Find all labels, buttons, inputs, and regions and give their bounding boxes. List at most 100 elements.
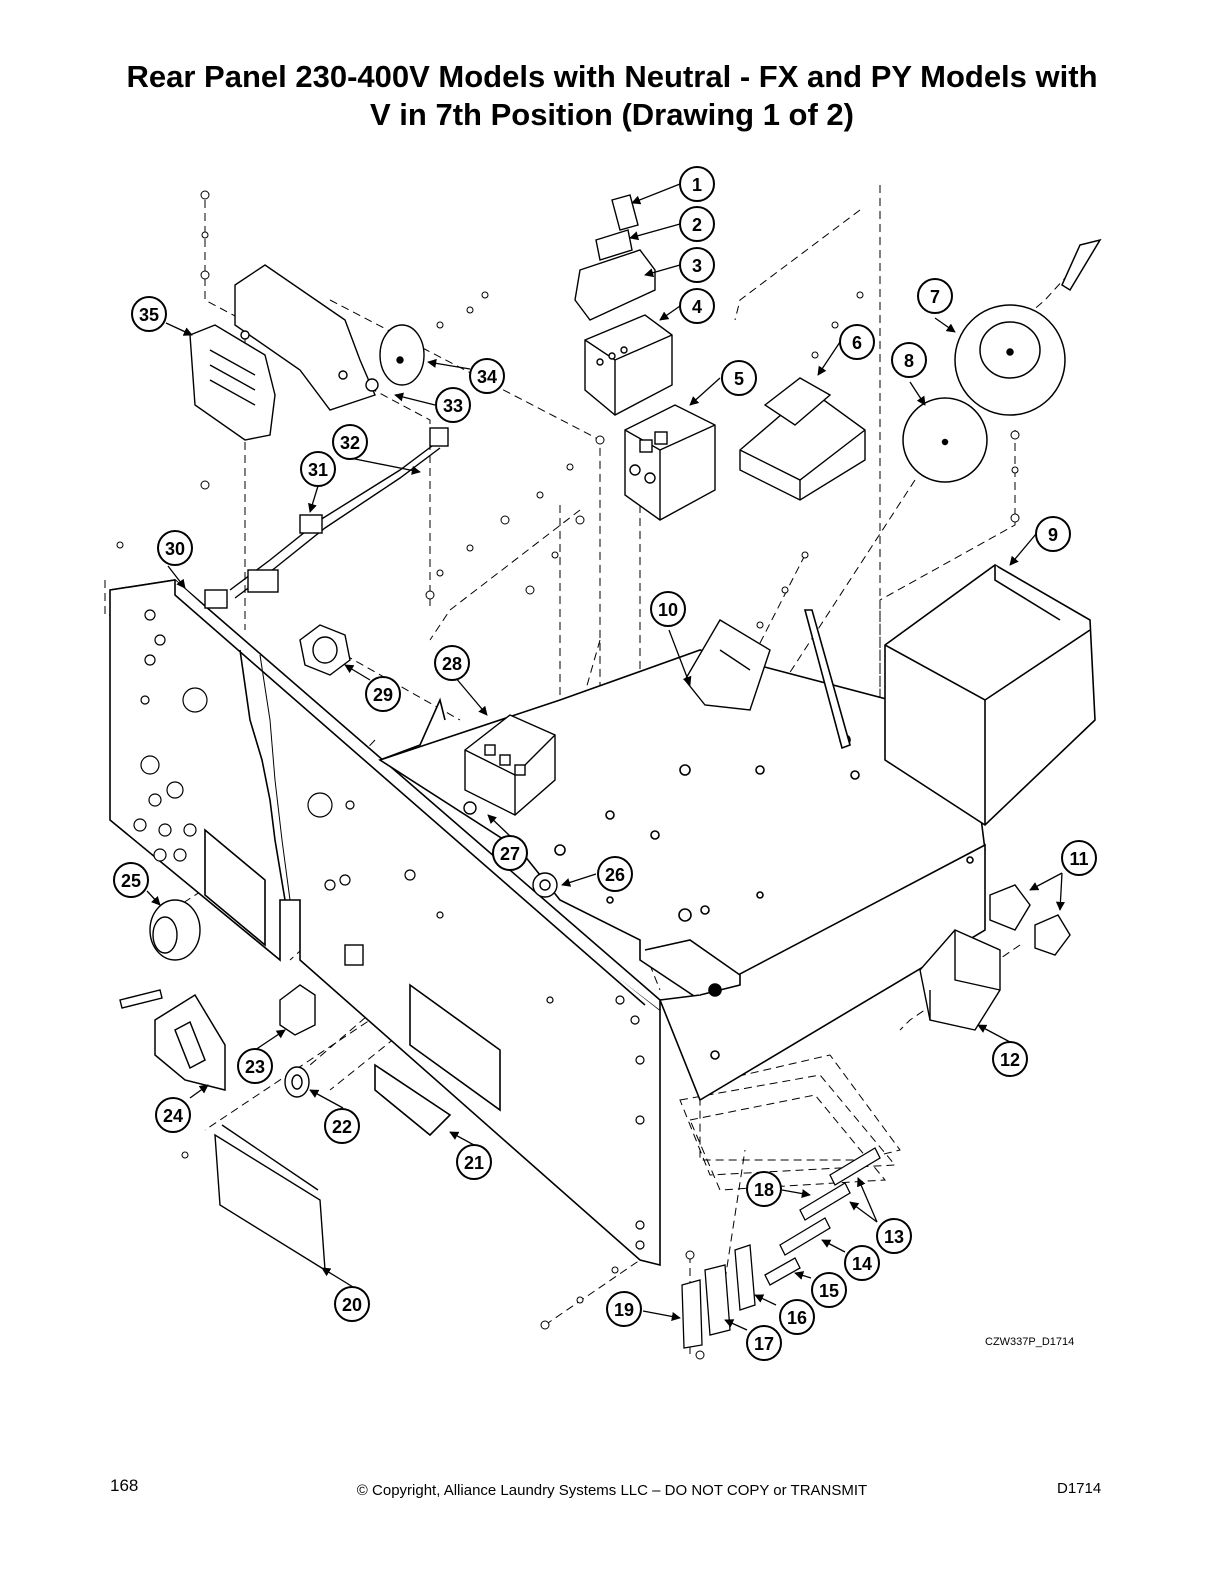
- callout-25: 25: [121, 871, 141, 891]
- callout-circles: [113, 166, 1097, 1361]
- callout-4: 4: [692, 297, 702, 317]
- callout-16-circle: [779, 1299, 815, 1335]
- relay-assembly: [574, 194, 673, 416]
- callout-17: 17: [754, 1334, 774, 1354]
- page-number: 168: [110, 1476, 139, 1495]
- callout-16: 16: [787, 1308, 807, 1328]
- control-transformer: [739, 377, 866, 501]
- callout-34: 34: [477, 367, 497, 387]
- callout-4-circle: [679, 288, 715, 324]
- transformer: [884, 564, 1096, 827]
- callout-19-circle: [606, 1291, 642, 1327]
- rear-panel: [109, 579, 661, 1267]
- wire-harness: [204, 427, 449, 609]
- callout-28-circle: [434, 645, 470, 681]
- title-line-1: Rear Panel 230-400V Models with Neutral …: [126, 59, 1098, 94]
- callout-33: 33: [443, 396, 463, 416]
- fan-wheel: [379, 324, 425, 386]
- callout-14-circle: [844, 1245, 880, 1281]
- callout-22: 22: [332, 1117, 352, 1137]
- circuit-breaker: [919, 929, 1001, 1031]
- callout-20: 20: [342, 1295, 362, 1315]
- callout-13-circle: [876, 1218, 912, 1254]
- callout-10: 10: [658, 600, 678, 620]
- callout-13: 13: [884, 1227, 904, 1247]
- callout-28: 28: [442, 654, 462, 674]
- grommet: [284, 1066, 310, 1098]
- callout-30: 30: [165, 539, 185, 559]
- callout-leaders: [146, 183, 1065, 1331]
- callout-1-circle: [679, 166, 715, 202]
- contactor-28: [463, 714, 556, 816]
- callout-35-circle: [131, 296, 167, 332]
- contactor-5: [624, 404, 716, 521]
- callout-34-circle: [469, 358, 505, 394]
- callout-7: 7: [930, 287, 940, 307]
- callout-8-circle: [891, 342, 927, 378]
- callout-1: 1: [692, 175, 702, 195]
- lock-nuts: [299, 624, 558, 898]
- strain-relief: [119, 899, 201, 1009]
- callout-3-circle: [679, 247, 715, 283]
- micro-switches: [989, 884, 1071, 956]
- callout-5: 5: [734, 369, 744, 389]
- callout-32-circle: [332, 424, 368, 460]
- callout-20-circle: [334, 1286, 370, 1322]
- callout-32: 32: [340, 433, 360, 453]
- callout-25-circle: [113, 862, 149, 898]
- callout-18-circle: [746, 1171, 782, 1207]
- callout-17-circle: [746, 1325, 782, 1361]
- callout-21: 21: [464, 1153, 484, 1173]
- callout-18: 18: [754, 1180, 774, 1200]
- callout-5-circle: [721, 360, 757, 396]
- callout-30-circle: [157, 530, 193, 566]
- callout-23-circle: [237, 1048, 273, 1084]
- callout-14: 14: [852, 1254, 872, 1274]
- rear-panel-holes: [133, 609, 645, 1250]
- fuse-holder-assembly: [681, 1147, 881, 1349]
- document-id: D1714: [1057, 1480, 1102, 1497]
- callout-31: 31: [308, 460, 328, 480]
- callout-8: 8: [904, 351, 914, 371]
- bracket: [234, 264, 379, 411]
- cover-plate: [214, 1124, 326, 1272]
- callout-27: 27: [500, 844, 520, 864]
- callout-9: 9: [1048, 525, 1058, 545]
- callout-31-circle: [300, 451, 336, 487]
- callout-2-circle: [679, 206, 715, 242]
- callout-21-circle: [456, 1144, 492, 1180]
- motor: [954, 238, 1102, 416]
- callout-labels: 1 2 3 4 5 6 7 8 9 10 11 12 13 14 15 16 1…: [121, 175, 1089, 1354]
- callout-6: 6: [852, 333, 862, 353]
- callout-9-circle: [1035, 516, 1071, 552]
- callout-27-circle: [492, 835, 528, 871]
- title-line-2: V in 7th Position (Drawing 1 of 2): [370, 97, 854, 132]
- callout-29: 29: [373, 685, 393, 705]
- callout-35: 35: [139, 305, 159, 325]
- callout-24: 24: [163, 1106, 183, 1126]
- callout-26: 26: [605, 865, 625, 885]
- hardware-screws: [116, 190, 1020, 1360]
- page-title: Rear Panel 230-400V Models with Neutral …: [0, 58, 1224, 134]
- callout-12-circle: [992, 1041, 1028, 1077]
- callout-11: 11: [1069, 849, 1088, 869]
- callout-15: 15: [819, 1281, 839, 1301]
- terminal-strip: [189, 324, 276, 441]
- callout-12: 12: [1000, 1050, 1020, 1070]
- callout-15-circle: [811, 1272, 847, 1308]
- callout-10-circle: [650, 591, 686, 627]
- callout-22-circle: [324, 1108, 360, 1144]
- callout-26-circle: [597, 856, 633, 892]
- rocker-switch: [279, 944, 364, 1036]
- callout-2: 2: [692, 215, 702, 235]
- motor-pad: [902, 397, 988, 483]
- callout-24-circle: [155, 1097, 191, 1133]
- callout-19: 19: [614, 1300, 634, 1320]
- drawing-code: CZW337P_D1714: [985, 1336, 1074, 1348]
- copyright-notice: © Copyright, Alliance Laundry Systems LL…: [356, 1482, 868, 1499]
- callout-7-circle: [917, 278, 953, 314]
- callout-23: 23: [245, 1057, 265, 1077]
- module-10: [684, 619, 771, 711]
- disconnect-handle: [154, 993, 226, 1091]
